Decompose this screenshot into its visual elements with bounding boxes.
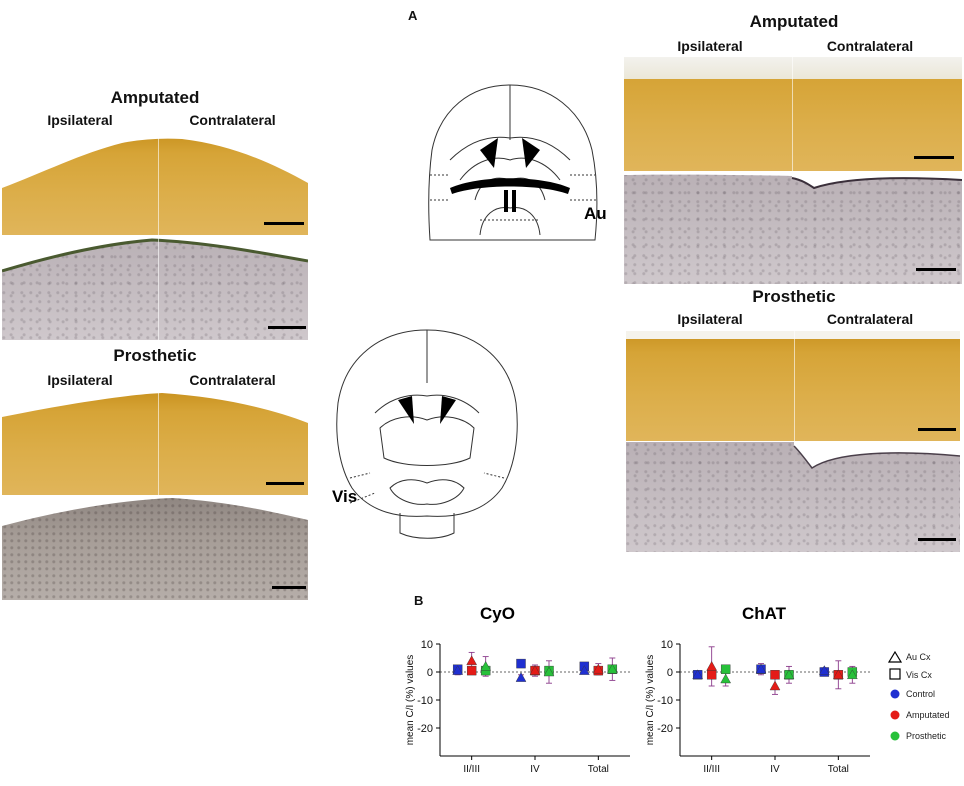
data-point-au-prosthetic: [543, 666, 555, 677]
scale-bar: [918, 428, 956, 431]
panel-label-b: B: [414, 593, 424, 608]
legend-prosthetic-label: Prosthetic: [906, 731, 947, 741]
right-prosthetic-chat-micrograph: [626, 442, 960, 552]
scale-bar: [266, 482, 304, 485]
data-point-au-control: [755, 663, 767, 674]
x-tick-label: Total: [828, 764, 849, 775]
panel-label-a: A: [408, 8, 418, 23]
left-prosthetic-chat-micrograph: [2, 496, 308, 600]
scale-bar: [916, 268, 956, 271]
x-tick-label: IV: [770, 764, 780, 775]
left-prosthetic-contra-label: Contralateral: [189, 372, 276, 388]
data-point-au-amputated: [706, 660, 718, 671]
data-point-au-amputated: [769, 680, 781, 691]
right-amputated-cyo-micrograph: [624, 57, 962, 171]
legend-amputated-label: Amputated: [906, 710, 950, 720]
y-axis-label: mean C/I (%) values: [405, 655, 416, 746]
data-point-au-prosthetic: [606, 663, 618, 674]
data-point-vis-amputated: [466, 665, 477, 676]
right-prosthetic-cyo-micrograph: [626, 331, 960, 441]
y-tick-label: -20: [657, 723, 673, 735]
brain-label-visual: Vis: [332, 487, 358, 506]
left-prosthetic-title: Prosthetic: [113, 346, 197, 365]
legend-square-icon: [889, 668, 901, 680]
scale-bar: [264, 222, 304, 225]
x-tick-label: Total: [588, 764, 609, 775]
left-amputated-ipsi-label: Ipsilateral: [47, 112, 113, 128]
scale-bar: [268, 326, 306, 329]
legend-vis-label: Vis Cx: [906, 670, 932, 680]
y-tick-label: 10: [661, 639, 673, 651]
y-tick-label: -20: [417, 723, 433, 735]
right-amputated-contra-label: Contralateral: [826, 38, 914, 54]
data-point-au-control: [452, 665, 464, 675]
data-point-vis-amputated: [706, 670, 717, 680]
y-tick-label: 0: [667, 667, 673, 679]
data-point-au-prosthetic: [846, 669, 858, 679]
right-prosthetic-contra-label: Contralateral: [826, 311, 914, 327]
right-amputated-ipsi-label: Ipsilateral: [677, 38, 743, 54]
scale-bar: [272, 586, 306, 589]
data-point-vis-amputated: [770, 670, 780, 680]
right-prosthetic-title: Prosthetic: [752, 287, 836, 306]
legend-au-label: Au Cx: [906, 652, 931, 662]
data-point-vis-prosthetic: [720, 664, 731, 674]
chart-legend: Au Cx Vis Cx Control Amputated Prostheti…: [888, 650, 964, 770]
x-tick-label: IV: [530, 764, 540, 775]
data-point-vis-control: [516, 658, 526, 669]
chart-cyo-title: CyO: [480, 604, 515, 623]
y-tick-label: -10: [417, 695, 433, 707]
left-amputated-cyo-micrograph: [2, 133, 308, 235]
legend-amputated-marker: [890, 710, 900, 720]
scale-bar: [918, 538, 956, 541]
y-tick-label: 10: [421, 639, 433, 651]
right-amputated-title: Amputated: [749, 12, 839, 31]
legend-triangle-icon: [888, 651, 902, 663]
x-tick-label: II/III: [463, 764, 480, 775]
data-point-au-control: [818, 665, 830, 675]
legend-prosthetic-marker: [890, 731, 900, 741]
left-amputated-title: Amputated: [110, 88, 200, 107]
right-amputated-chat-micrograph: [624, 172, 962, 284]
data-point-au-prosthetic: [720, 673, 732, 684]
data-point-au-amputated: [832, 669, 844, 679]
y-tick-label: 0: [427, 667, 433, 679]
data-point-au-amputated: [466, 655, 478, 665]
brain-section-visual-diagram: [336, 329, 518, 539]
y-axis-label: mean C/I (%) values: [645, 655, 656, 746]
x-tick-label: II/III: [703, 764, 720, 775]
brain-section-auditory-diagram: [428, 84, 598, 241]
scale-bar: [914, 156, 954, 159]
y-tick-label: -10: [657, 695, 673, 707]
left-amputated-contra-label: Contralateral: [189, 112, 276, 128]
data-point-au-control: [515, 672, 527, 682]
legend-control-label: Control: [906, 689, 936, 699]
data-point-au-amputated: [592, 663, 604, 674]
left-prosthetic-ipsi-label: Ipsilateral: [47, 372, 113, 388]
data-point-au-control: [692, 669, 704, 679]
left-amputated-chat-micrograph: [2, 236, 308, 340]
brain-label-auditory: Au: [584, 204, 607, 223]
data-point-au-amputated: [529, 665, 541, 675]
data-point-au-control: [578, 665, 590, 675]
chart-chat-title: ChAT: [742, 604, 787, 623]
data-point-au-prosthetic: [783, 669, 795, 679]
right-prosthetic-ipsi-label: Ipsilateral: [677, 311, 743, 327]
legend-control-marker: [890, 689, 900, 699]
data-point-au-prosthetic: [480, 660, 492, 671]
left-prosthetic-cyo-micrograph: [2, 391, 308, 495]
